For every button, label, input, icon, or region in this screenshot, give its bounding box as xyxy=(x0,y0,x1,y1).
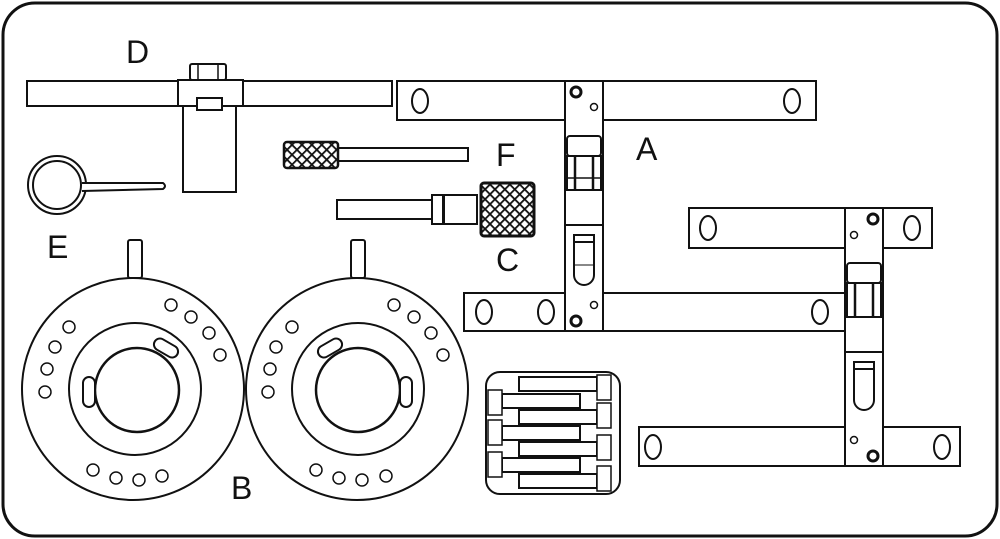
tool-c xyxy=(336,181,536,238)
label-a: A xyxy=(636,131,658,167)
tool-a-upper xyxy=(396,80,854,332)
pin-case xyxy=(485,371,621,495)
label-e: E xyxy=(47,229,69,265)
tool-e xyxy=(27,155,166,215)
label-f: F xyxy=(496,137,516,173)
tool-d xyxy=(26,63,393,193)
tool-a-lower xyxy=(638,207,961,467)
disc-holes xyxy=(38,298,227,487)
tool-b-left-disc xyxy=(21,239,245,501)
disc-holes xyxy=(261,298,450,487)
tool-f xyxy=(282,140,469,170)
label-b: B xyxy=(231,470,253,506)
tool-b-right-disc xyxy=(245,239,469,501)
label-d: D xyxy=(126,34,150,70)
label-c: C xyxy=(496,242,520,278)
